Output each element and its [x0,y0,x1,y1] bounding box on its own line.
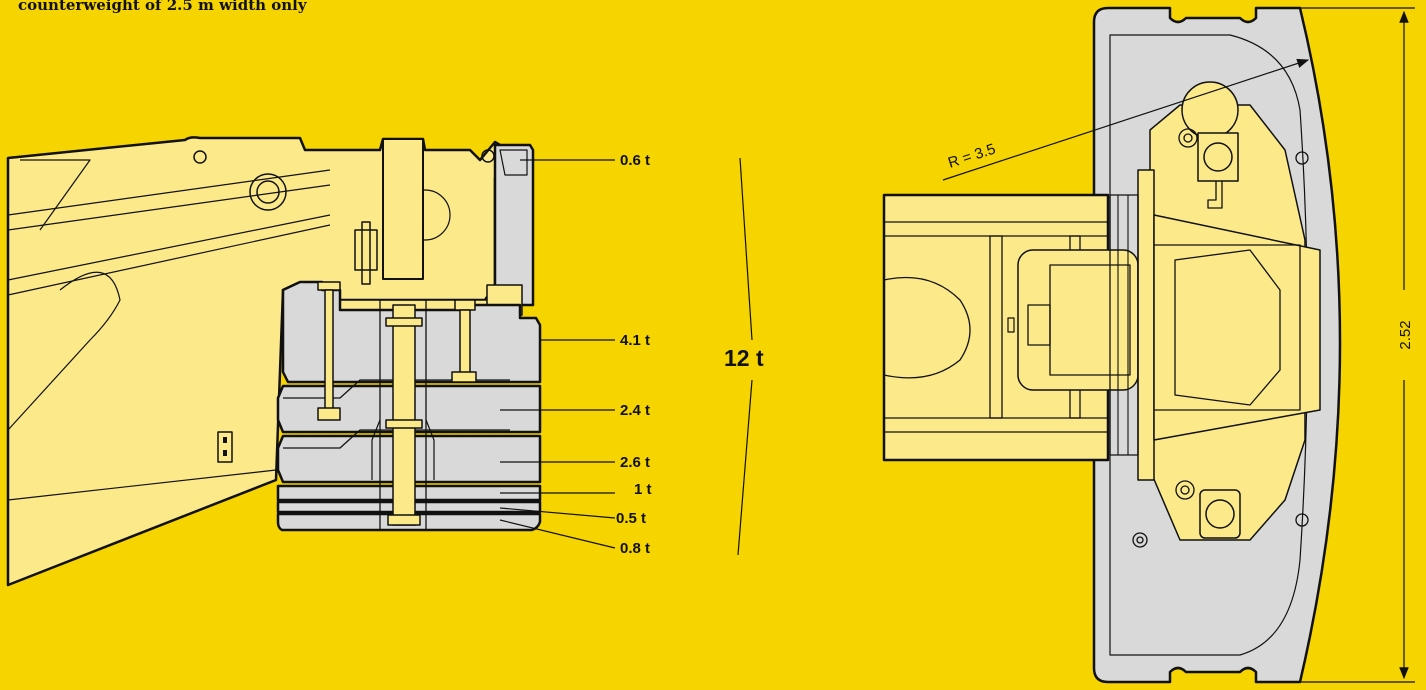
diagram-caption: counterweight of 2.5 m width only [18,0,307,14]
width-label: 2.52 [1397,320,1414,349]
side-view [6,136,542,587]
weight-label-2.6: 2.6 t [620,454,650,471]
weight-label-0.5: 0.5 t [616,510,646,527]
weight-label-2.4: 2.4 t [620,402,650,419]
width-dimension: 2.52 [1300,7,1415,683]
top-view [882,6,1342,684]
total-weight-label: 12 t [724,345,764,371]
radius-label: R = 3.5 [946,141,998,172]
weight-leaders [499,157,753,556]
weight-label-0.8: 0.8 t [620,540,650,557]
weight-label-4.1: 4.1 t [620,332,650,349]
weight-label-1: 1 t [634,481,652,498]
weight-label-0.6: 0.6 t [620,152,650,169]
